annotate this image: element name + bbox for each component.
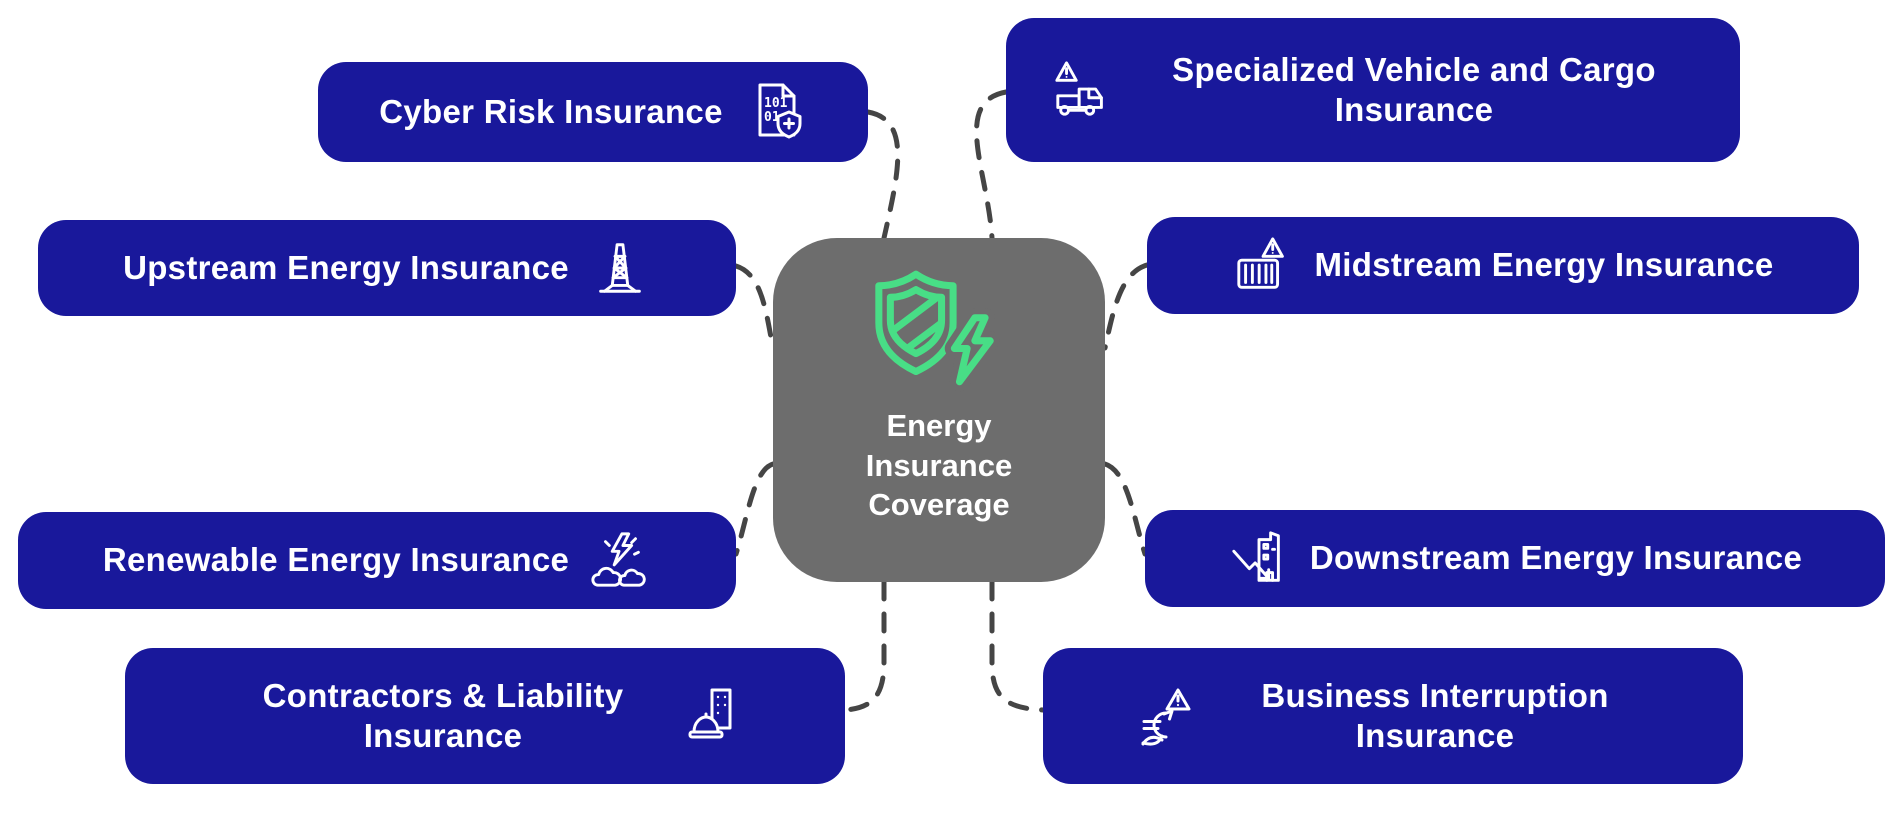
node-downstream-energy-insurance: Downstream Energy Insurance	[1145, 510, 1885, 607]
container-warning-icon	[1233, 235, 1295, 297]
node-label: Downstream Energy Insurance	[1309, 539, 1803, 577]
svg-text:01: 01	[764, 110, 780, 125]
truck-warning-icon	[1052, 59, 1114, 121]
node-label: Business Interruption Insurance	[1261, 676, 1609, 754]
node-midstream-energy-insurance: Midstream Energy Insurance	[1147, 217, 1859, 314]
connector-business	[989, 579, 1046, 713]
connector-cyber	[865, 109, 901, 241]
node-specialized-vehicle-cargo-insurance: Specialized Vehicle and Cargo Insurance	[1006, 18, 1740, 162]
node-label: Cyber Risk Insurance	[379, 92, 723, 130]
svg-text:101: 101	[764, 96, 788, 111]
connector-contractors	[842, 579, 887, 713]
node-label: Upstream Energy Insurance	[123, 248, 569, 286]
document-binary-shield-icon: 101 01	[743, 80, 807, 144]
center-hub: Energy Insurance Coverage	[773, 238, 1105, 582]
connector-upstream	[733, 263, 776, 351]
node-contractors-liability-insurance: Contractors & Liability Insurance	[125, 648, 845, 784]
node-business-interruption-insurance: Business Interruption Insurance	[1043, 648, 1743, 784]
center-line-2: Insurance	[865, 447, 1013, 483]
connector-midstream	[1102, 262, 1150, 351]
connector-specialized	[974, 89, 1009, 241]
center-line-3: Coverage	[868, 487, 1010, 523]
connector-downstream	[1102, 461, 1148, 557]
euro-warning-icon	[1131, 684, 1195, 748]
shield-bolt-icon	[854, 264, 1024, 392]
node-upstream-energy-insurance: Upstream Energy Insurance	[38, 220, 736, 316]
refinery-down-arrow-icon	[1228, 528, 1290, 590]
node-renewable-energy-insurance: Renewable Energy Insurance	[18, 512, 736, 609]
node-label: Midstream Energy Insurance	[1314, 246, 1774, 284]
oil-derrick-icon	[589, 237, 651, 299]
center-line-1: Energy	[886, 408, 992, 443]
hardhat-building-icon	[678, 684, 742, 748]
node-label: Specialized Vehicle and Cargo Insurance	[1172, 50, 1656, 128]
storm-clouds-icon	[589, 530, 651, 592]
center-hub-title: Energy Insurance Coverage	[866, 406, 1012, 525]
connector-renewable	[733, 461, 776, 557]
node-label: Renewable Energy Insurance	[102, 541, 570, 579]
node-cyber-risk-insurance: Cyber Risk Insurance 101 01	[318, 62, 868, 162]
node-label: Contractors & Liability Insurance	[262, 676, 624, 754]
